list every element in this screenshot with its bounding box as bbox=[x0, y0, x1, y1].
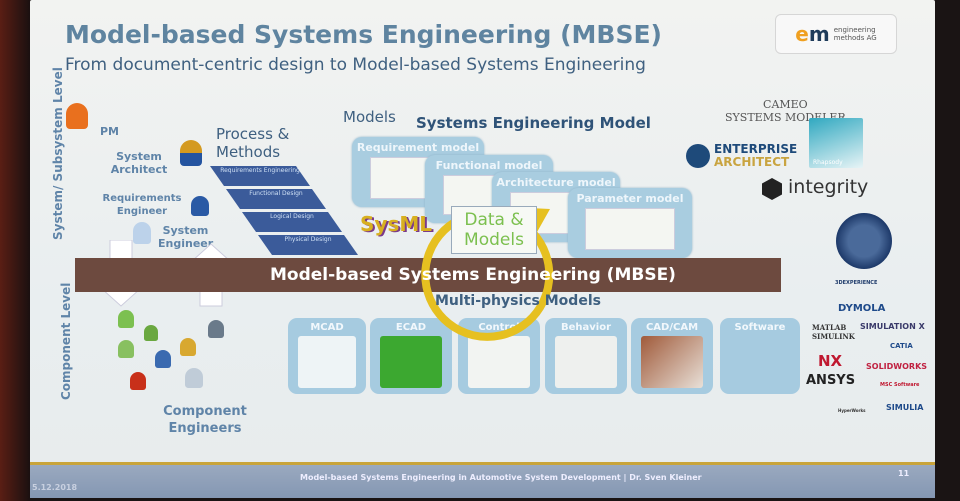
person-icon bbox=[130, 372, 146, 390]
msc-software-logo: MSC Software bbox=[880, 382, 920, 388]
tool-card-behavior: Behavior bbox=[545, 318, 627, 394]
pm-label: PM bbox=[100, 125, 120, 138]
se-model-title: Systems Engineering Model bbox=[416, 114, 651, 132]
mcad-image bbox=[298, 336, 356, 388]
person-icon bbox=[144, 325, 158, 341]
simulationx-logo: SIMULATION X bbox=[860, 322, 925, 331]
process-step: Functional Design bbox=[226, 189, 326, 209]
integrity-logo: integrity bbox=[788, 176, 869, 198]
logo-line2: methods AG bbox=[833, 34, 877, 42]
tool-card-software: Software bbox=[720, 318, 800, 394]
model-card-label: Parameter model bbox=[576, 192, 684, 205]
footer-text: Model-based Systems Engineering in Autom… bbox=[300, 473, 702, 482]
dymola-logo: DYMOLA bbox=[838, 303, 886, 314]
solidworks-logo: SOLIDWORKS bbox=[866, 362, 928, 371]
mbse-bar-label: Model-based Systems Engineering (MBSE) bbox=[270, 265, 676, 285]
model-thumbnail bbox=[585, 208, 675, 250]
data-models-line2: Models bbox=[464, 230, 524, 250]
person-icon bbox=[208, 320, 224, 338]
tool-card-ecad: ECAD bbox=[370, 318, 452, 394]
sysml-logo: SysML bbox=[360, 212, 432, 236]
tool-label: CAD/CAM bbox=[645, 322, 699, 333]
cadcam-image bbox=[641, 336, 703, 388]
component-level-label: Component Level bbox=[59, 282, 73, 400]
ecad-image bbox=[380, 336, 442, 388]
simulia-logo: SIMULIA bbox=[886, 403, 924, 412]
footer-page-number: 11 bbox=[898, 469, 910, 478]
3dexperience-label: 3DEXPERIENCE bbox=[835, 280, 878, 286]
system-engineer-icon bbox=[133, 222, 151, 244]
system-level-label: System/ Subsystem Level bbox=[51, 67, 65, 240]
catia-logo: CATIA bbox=[890, 342, 913, 350]
tool-label: MCAD bbox=[310, 322, 344, 333]
logo-mark: em bbox=[795, 22, 830, 46]
process-step: Physical Design bbox=[258, 235, 358, 255]
hyperworks-logo: HyperWorks bbox=[838, 408, 866, 413]
tool-card-cadcam: CAD/CAM bbox=[631, 318, 713, 394]
system-engineer-label: System Engineer bbox=[158, 224, 214, 250]
logo-line1: engineering bbox=[833, 26, 876, 34]
requirements-engineer-label: Requirements Engineer bbox=[102, 193, 182, 217]
data-models-line1: Data & bbox=[464, 210, 524, 230]
model-card-label: Requirement model bbox=[356, 141, 480, 154]
control-image bbox=[468, 336, 530, 388]
process-title: Process & Methods bbox=[216, 125, 290, 161]
photo-frame bbox=[0, 0, 30, 501]
cameo-text1: CAMEO bbox=[763, 98, 808, 111]
footer-date: 5.12.2018 bbox=[32, 483, 78, 492]
component-engineers-label: Component Engineers bbox=[163, 404, 247, 436]
tool-label: Control bbox=[478, 322, 520, 333]
tool-label: Software bbox=[734, 322, 786, 333]
process-step: Requirements Engineering bbox=[210, 166, 310, 186]
nx-logo: NX bbox=[818, 352, 843, 370]
pm-icon bbox=[66, 103, 88, 129]
slide-footer: 5.12.2018 Model-based Systems Engineerin… bbox=[30, 462, 935, 498]
slide-title: Model-based Systems Engineering (MBSE) bbox=[65, 20, 662, 49]
slide-subtitle: From document-centric design to Model-ba… bbox=[65, 55, 646, 75]
behavior-image bbox=[555, 336, 617, 388]
ea-text1: ENTERPRISE bbox=[714, 142, 798, 156]
ansys-logo: ANSYS bbox=[806, 373, 856, 388]
person-icon bbox=[118, 340, 134, 358]
model-card-parameter: Parameter model bbox=[568, 188, 692, 258]
simulink-text: SIMULINK bbox=[812, 332, 855, 341]
matlab-text: MATLAB bbox=[812, 323, 847, 332]
person-icon bbox=[155, 350, 171, 368]
rhapsody-logo: Rhapsody bbox=[809, 118, 863, 168]
person-icon bbox=[118, 310, 134, 328]
enterprise-architect-icon bbox=[686, 144, 710, 168]
integrity-icon bbox=[762, 178, 782, 200]
system-architect-icon bbox=[180, 140, 202, 166]
model-card-label: Functional model bbox=[435, 159, 543, 172]
tool-label: ECAD bbox=[395, 322, 427, 333]
model-card-label: Architecture model bbox=[496, 176, 616, 189]
system-architect-label: System Architect bbox=[110, 150, 168, 176]
data-models-box: Data &Models bbox=[451, 206, 537, 254]
tool-card-mcad: MCAD bbox=[288, 318, 366, 394]
requirements-engineer-icon bbox=[191, 196, 209, 216]
3dexperience-compass-icon bbox=[836, 213, 892, 269]
ea-text2: ARCHITECT bbox=[714, 155, 790, 169]
rhapsody-text: Rhapsody bbox=[813, 159, 843, 166]
multi-models-label: Multi-physics Models bbox=[435, 293, 601, 309]
person-icon bbox=[180, 338, 196, 356]
tool-card-control: Control bbox=[458, 318, 540, 394]
component-engineers-icons bbox=[110, 310, 224, 390]
person-icon bbox=[185, 368, 203, 388]
tool-label: Behavior bbox=[560, 322, 612, 333]
process-step: Logical Design bbox=[242, 212, 342, 232]
models-label: Models bbox=[343, 108, 396, 126]
slide: Model-based Systems Engineering (MBSE) F… bbox=[30, 0, 935, 498]
